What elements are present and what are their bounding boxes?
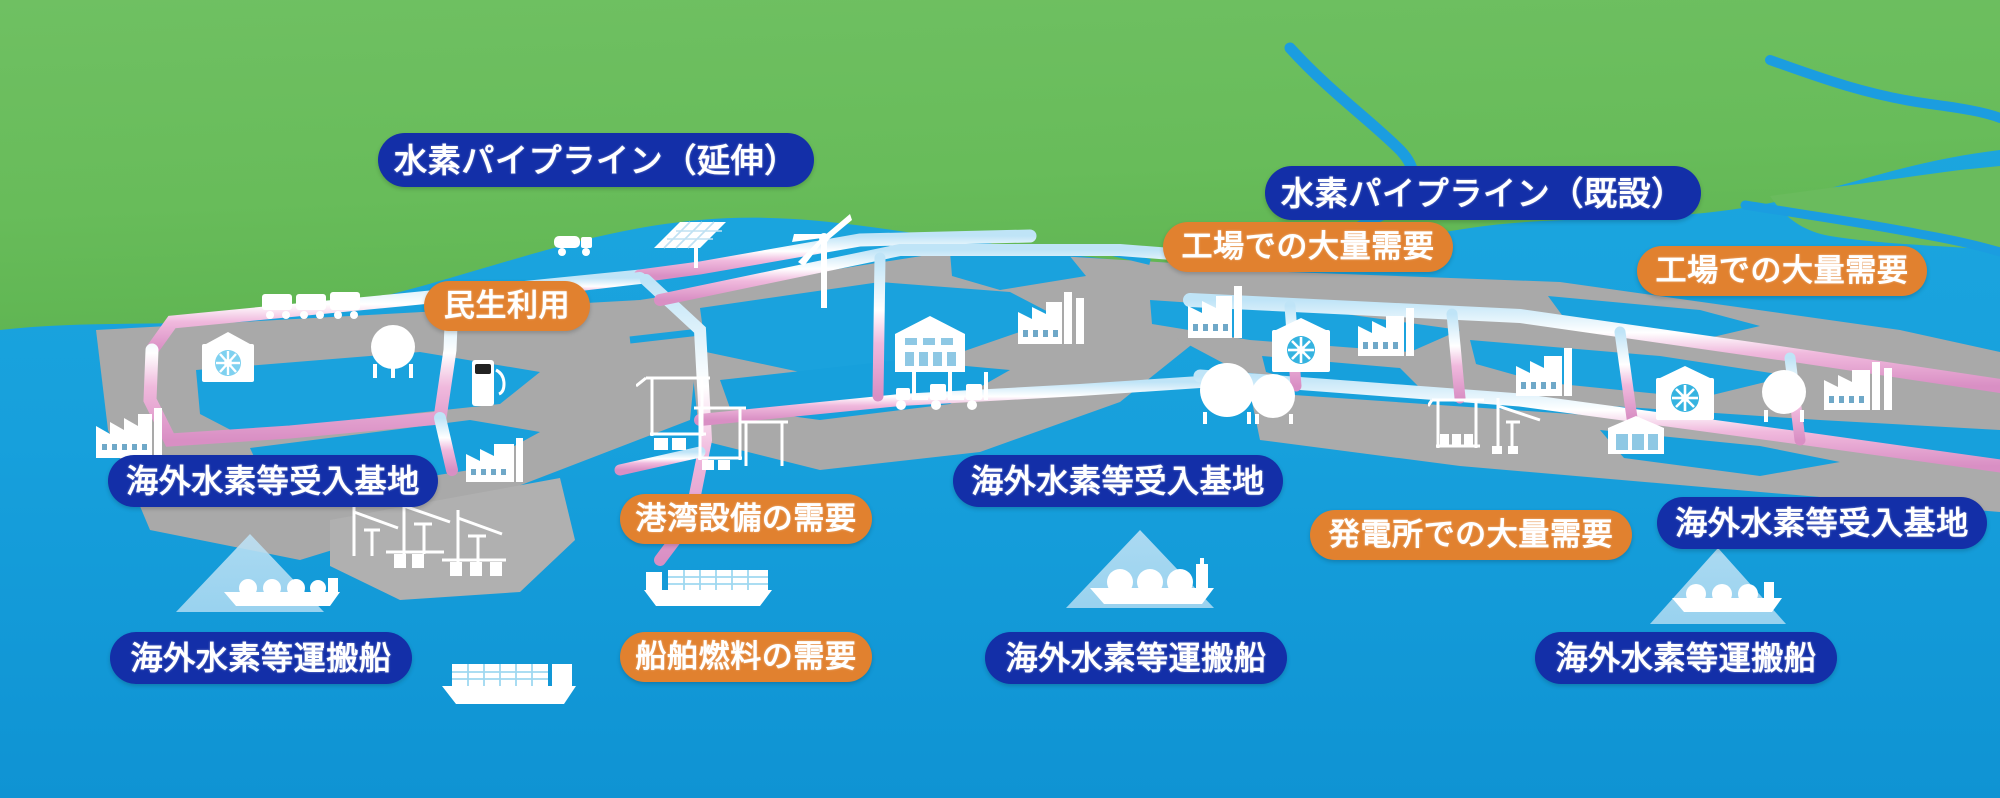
- freight-train-icon: [262, 288, 362, 322]
- lng-carrier-ship-icon: [220, 564, 344, 610]
- label-terminal-right: 海外水素等受入基地: [1657, 497, 1987, 549]
- label-pipeline-existing: 水素パイプライン（既設）: [1265, 166, 1701, 220]
- label-factory-demand-right: 工場での大量需要: [1637, 246, 1927, 296]
- warehouse-icon: [893, 314, 967, 374]
- label-carrier-ship-left: 海外水素等運搬船: [110, 632, 412, 684]
- factory-icon: [466, 436, 534, 482]
- spherical-tank-icon: [366, 322, 420, 380]
- lng-carrier-ship-icon: [1086, 556, 1220, 608]
- factory-icon: [1358, 306, 1434, 356]
- factory-icon: [1516, 346, 1592, 396]
- gantry-crane-icon: [636, 364, 826, 472]
- factory-icon: [1018, 292, 1100, 344]
- turbine-building-icon: [198, 330, 258, 386]
- wind-turbine-icon: [788, 212, 860, 308]
- spherical-tank-icon: [1758, 368, 1812, 424]
- factory-icon: [96, 408, 174, 458]
- forklift-icon: [896, 366, 992, 412]
- factory-icon: [1824, 360, 1902, 410]
- warehouse-icon: [1606, 414, 1666, 456]
- gantry-crane-icon: [346, 494, 546, 592]
- label-port-equipment-demand: 港湾設備の需要: [620, 494, 872, 544]
- label-carrier-ship-right: 海外水素等運搬船: [1535, 632, 1837, 684]
- solar-panel-icon: [650, 218, 730, 270]
- label-terminal-center: 海外水素等受入基地: [953, 455, 1283, 507]
- label-pipeline-extension: 水素パイプライン（延伸）: [378, 133, 814, 187]
- label-powerplant-demand: 発電所での大量需要: [1310, 510, 1632, 560]
- turbine-building-icon: [1268, 316, 1334, 374]
- container-ship-icon: [638, 556, 778, 610]
- label-ship-fuel-demand: 船舶燃料の需要: [620, 632, 872, 682]
- tanker-truck-icon: [552, 228, 600, 258]
- factory-icon: [1188, 286, 1270, 338]
- fuel-dispenser-icon: [470, 356, 506, 408]
- gantry-crane-icon: [1428, 392, 1548, 454]
- label-residential-use: 民生利用: [424, 281, 590, 331]
- label-carrier-ship-center: 海外水素等運搬船: [985, 632, 1287, 684]
- label-terminal-left: 海外水素等受入基地: [108, 455, 438, 507]
- turbine-building-icon: [1652, 364, 1718, 422]
- container-ship-icon: [438, 650, 580, 708]
- spherical-tank-icon: [1193, 362, 1305, 426]
- lng-carrier-ship-icon: [1668, 572, 1786, 616]
- label-factory-demand-center: 工場での大量需要: [1163, 222, 1453, 272]
